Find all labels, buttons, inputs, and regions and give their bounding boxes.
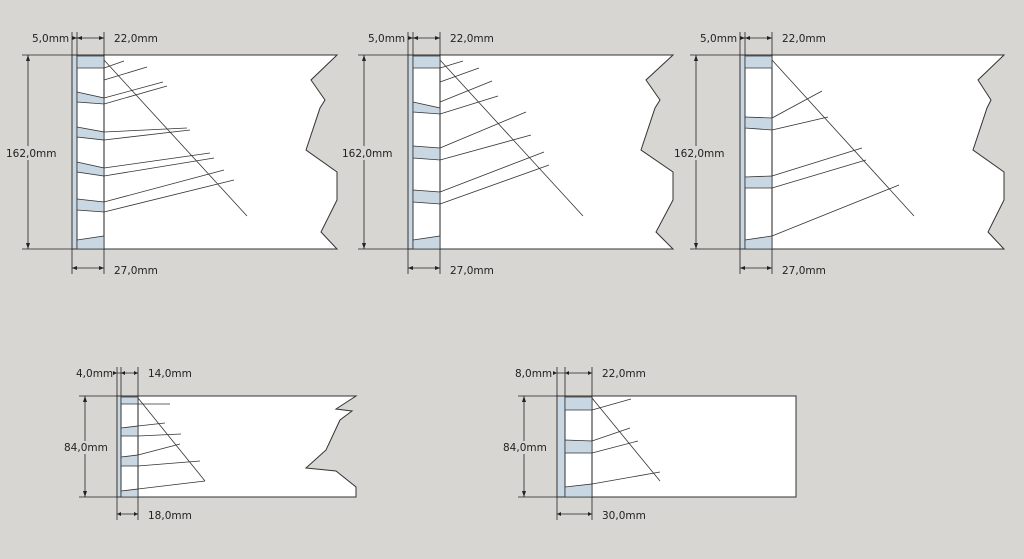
dim-label-bottom: 18,0mm: [148, 510, 192, 522]
dim-label-bottom: 30,0mm: [602, 510, 646, 522]
dimension-height: 162,0mm: [342, 54, 408, 250]
dim-label-top-left: 5,0mm: [700, 33, 737, 45]
panel-1: 5,0mm 22,0mm 162,0mm 27,0mm: [6, 32, 339, 277]
panel-3: 5,0mm 22,0mm 162,0mm 27,0mm: [674, 32, 1006, 277]
board-outline: [407, 54, 675, 250]
dim-label-top-left: 4,0mm: [76, 368, 113, 380]
dimension-height: 84,0mm: [64, 395, 117, 498]
panel-2: 5,0mm 22,0mm 162,0mm 27,0mm: [342, 32, 675, 277]
dim-label-bottom: 27,0mm: [782, 265, 826, 277]
dim-label-top-left: 5,0mm: [32, 33, 69, 45]
dimension-top: 4,0mm 14,0mm: [76, 367, 192, 396]
kerf-cuts: [76, 55, 248, 250]
veneer-strip: [739, 54, 746, 250]
panel-4: 4,0mm 14,0mm 84,0mm 18,0mm: [64, 367, 358, 522]
board-outline: [739, 54, 1006, 250]
dimension-height: 162,0mm: [6, 54, 72, 250]
dim-label-height: 162,0mm: [6, 148, 57, 160]
dimension-height: 84,0mm: [503, 395, 557, 498]
dim-label-bottom: 27,0mm: [114, 265, 158, 277]
dimension-top: 8,0mm 22,0mm: [515, 367, 646, 396]
dim-label-top-right: 14,0mm: [148, 368, 192, 380]
kerf-cuts: [412, 55, 584, 250]
dimension-bottom: 27,0mm: [407, 249, 494, 277]
dim-label-bottom: 27,0mm: [450, 265, 494, 277]
kerf-cuts: [120, 396, 206, 498]
board-outline: [556, 395, 797, 498]
dimension-bottom: 30,0mm: [556, 497, 646, 522]
dim-label-height: 84,0mm: [503, 442, 547, 454]
dim-label-top-left: 5,0mm: [368, 33, 405, 45]
board-outline: [71, 54, 339, 250]
dimension-height: 162,0mm: [674, 54, 740, 250]
dimension-bottom: 18,0mm: [116, 497, 192, 522]
dim-label-top-left: 8,0mm: [515, 368, 552, 380]
dim-label-height: 162,0mm: [674, 148, 725, 160]
veneer-strip: [116, 395, 122, 498]
veneer-strip: [556, 395, 566, 498]
dimension-top: 5,0mm 22,0mm: [32, 32, 158, 55]
dimension-top: 5,0mm 22,0mm: [700, 32, 826, 55]
dim-label-top-right: 22,0mm: [602, 368, 646, 380]
panel-5: 8,0mm 22,0mm 84,0mm 30,0mm: [503, 367, 797, 522]
dimension-top: 5,0mm 22,0mm: [368, 32, 494, 55]
kerf-cuts: [744, 55, 915, 250]
veneer-strip: [71, 54, 78, 250]
dimension-bottom: 27,0mm: [739, 249, 826, 277]
dim-label-height: 162,0mm: [342, 148, 393, 160]
veneer-strip: [407, 54, 414, 250]
dimension-bottom: 27,0mm: [71, 249, 158, 277]
dim-label-top-right: 22,0mm: [782, 33, 826, 45]
board-outline: [116, 395, 358, 498]
kerf-cuts: [564, 396, 661, 498]
dim-label-height: 84,0mm: [64, 442, 108, 454]
dim-label-top-right: 22,0mm: [450, 33, 494, 45]
dim-label-top-right: 22,0mm: [114, 33, 158, 45]
